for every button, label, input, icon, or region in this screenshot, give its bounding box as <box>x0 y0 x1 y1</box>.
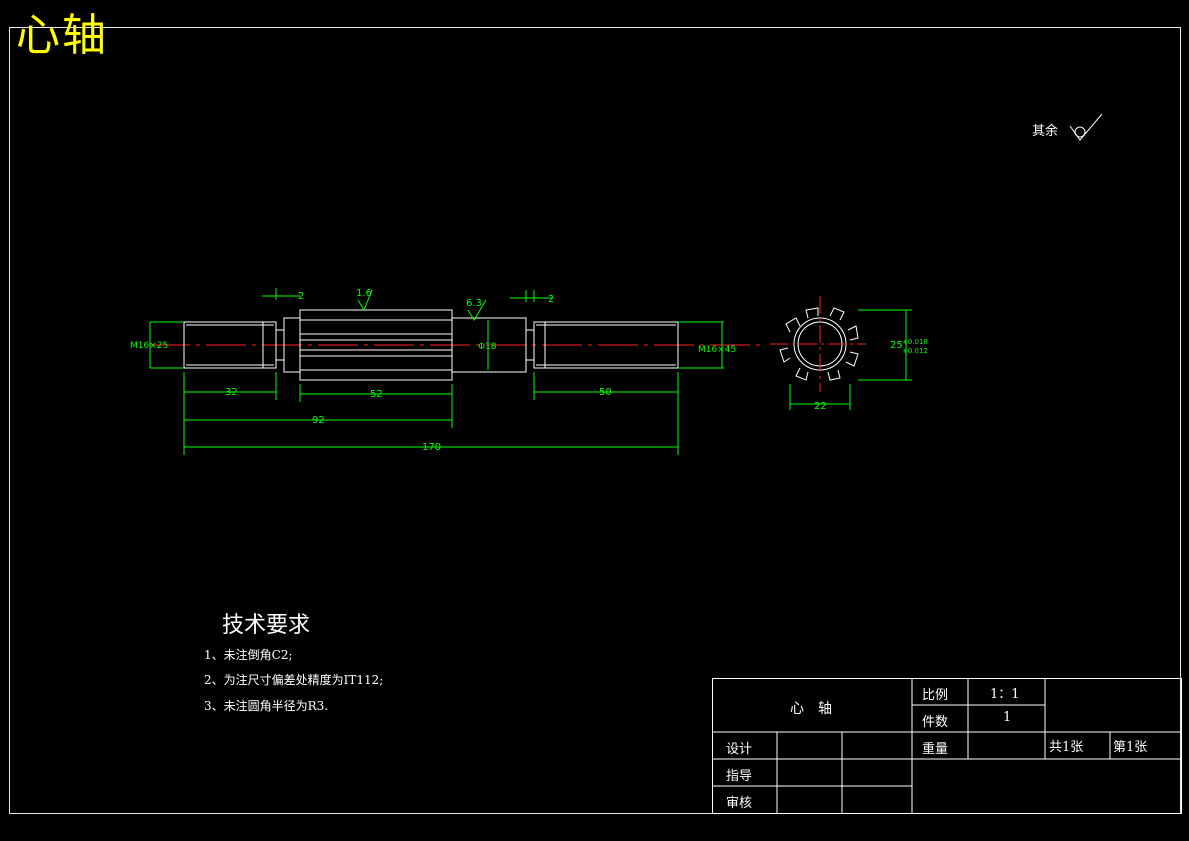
dim-sec-tol-upper: +0.018 <box>902 338 928 346</box>
dim-thread-left: M16×25 <box>130 341 168 351</box>
review-label: 审核 <box>726 796 753 811</box>
dim-len-92: 92 <box>312 415 325 426</box>
dim-rough-shoulder: 6.3 <box>466 298 482 309</box>
cross-section <box>779 307 859 381</box>
dim-len-32: 32 <box>225 387 238 398</box>
tech-requirements-heading: 技术要求 <box>222 613 311 638</box>
dim-phi: Φ18 <box>478 342 497 352</box>
dim-len-170: 170 <box>422 442 441 453</box>
qty-label: 件数 <box>922 715 949 730</box>
sheet-number: 第1张 <box>1113 740 1148 755</box>
drawing-title: 心轴 <box>16 10 108 61</box>
dim-len-50: 50 <box>599 387 612 398</box>
scale-label: 比例 <box>922 688 949 703</box>
guide-label: 指导 <box>726 769 753 784</box>
dim-left-spacer: 2 <box>298 291 304 302</box>
tech-requirement-1: 1、未注倒角C2; <box>204 648 293 662</box>
roughness-symbol <box>1069 113 1103 141</box>
design-label: 设计 <box>726 742 753 757</box>
roughness-note: 其余 <box>1032 120 1058 139</box>
dim-thread-right: M16×45 <box>698 345 736 355</box>
qty-value: 1 <box>1003 710 1012 725</box>
weight-label: 重量 <box>922 742 949 757</box>
dim-sec-dia: 25 <box>890 340 903 351</box>
right-thread-section <box>533 321 679 369</box>
dim-sec-width: 22 <box>814 401 827 412</box>
dim-rough-spline: 1.6 <box>356 288 372 299</box>
dim-sec-tol-lower: +0.012 <box>902 347 928 355</box>
sheets-total: 共1张 <box>1049 740 1084 755</box>
tech-requirement-3: 3、未注圆角半径为R3. <box>204 699 329 713</box>
dim-right-spacer: 2 <box>548 294 554 305</box>
dim-len-52: 52 <box>370 389 383 400</box>
tech-requirement-2: 2、为注尺寸偏差处精度为IT112; <box>204 673 384 687</box>
title-block: 心 轴 比例 1：1 件数 1 重量 共1张 第1张 设计 指导 审核 <box>712 678 1182 814</box>
title-block-part-name: 心 轴 <box>790 701 832 717</box>
drawing-frame <box>9 27 1181 814</box>
scale-value: 1：1 <box>990 687 1020 702</box>
roughness-note-label: 其余 <box>1032 124 1059 139</box>
